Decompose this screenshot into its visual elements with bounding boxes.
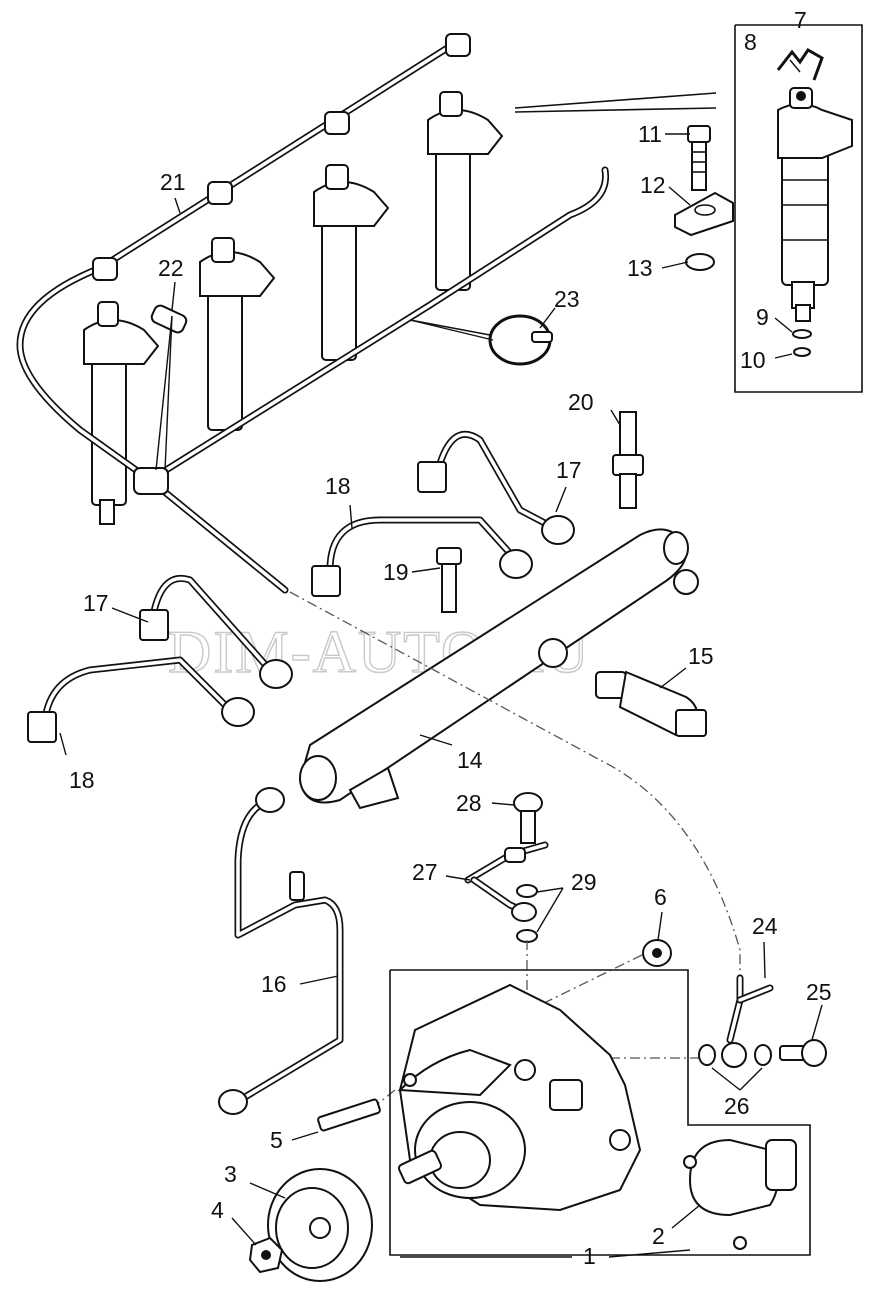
hose-clip	[488, 314, 553, 366]
injector-seal-washers	[792, 329, 812, 357]
callout-21: 21	[160, 169, 186, 195]
callout-17-upper: 17	[556, 457, 582, 483]
callout-3: 3	[224, 1161, 237, 1187]
clamp-bolt	[687, 125, 711, 191]
pump-assembly-box	[389, 969, 811, 1256]
pump-to-rail-pipe	[218, 787, 344, 1115]
callout-4: 4	[211, 1197, 224, 1223]
callout-13: 13	[627, 255, 653, 281]
callout-26: 26	[724, 1093, 750, 1119]
callout-28: 28	[456, 790, 482, 816]
return-banjo-bolt	[779, 1039, 827, 1067]
pump-pulley	[267, 1168, 373, 1282]
callout-17-lower: 17	[83, 590, 109, 616]
callout-27: 27	[412, 859, 438, 885]
injector-pipe-lower-b	[27, 656, 255, 743]
callout-29: 29	[571, 869, 597, 895]
common-rail	[298, 528, 699, 810]
pressure-sensor	[595, 670, 707, 737]
callout-8: 8	[744, 29, 757, 55]
pulley-nut	[248, 1236, 284, 1274]
callout-18-upper: 18	[325, 473, 351, 499]
injector-pipe-lower-a	[139, 575, 293, 689]
pump-return-pipe	[464, 841, 549, 922]
callout-6: 6	[654, 884, 667, 910]
callout-24: 24	[752, 913, 778, 939]
leak-off-return-line	[16, 33, 610, 594]
callout-23: 23	[554, 286, 580, 312]
callout-1: 1	[583, 1243, 596, 1269]
callout-25: 25	[806, 979, 832, 1005]
high-pressure-pump	[397, 983, 642, 1212]
callout-16: 16	[261, 971, 287, 997]
pump-return-fitting	[721, 974, 774, 1068]
callout-18-lower: 18	[69, 767, 95, 793]
injector-3	[313, 164, 390, 361]
return-washers	[698, 1044, 772, 1066]
callout-10: 10	[740, 347, 766, 373]
callout-2: 2	[652, 1223, 665, 1249]
injector-clip	[776, 48, 824, 81]
injector-2	[199, 237, 276, 431]
leader-lines	[59, 59, 823, 1258]
callout-20: 20	[568, 389, 594, 415]
injector-detail-box	[514, 24, 863, 393]
callout-12: 12	[640, 172, 666, 198]
callout-5: 5	[270, 1127, 283, 1153]
injector-4	[427, 91, 504, 291]
callout-14: 14	[457, 747, 483, 773]
rail-bolt	[436, 547, 462, 613]
callout-7: 7	[794, 7, 807, 33]
pump-stud	[317, 1098, 381, 1132]
pump-nut	[642, 939, 672, 967]
callout-19: 19	[383, 559, 409, 585]
callout-22: 22	[158, 255, 184, 281]
callout-9: 9	[756, 304, 769, 330]
rail-stud	[612, 411, 644, 509]
return-line-connector	[150, 304, 188, 334]
sealing-ring	[685, 253, 715, 271]
metering-valve	[683, 1138, 797, 1250]
injector-detail	[777, 87, 853, 322]
injector-clamp	[674, 191, 734, 237]
banjo-washers	[516, 884, 538, 943]
injector-pipe-upper-a	[417, 430, 575, 545]
banjo-bolt	[513, 792, 543, 844]
callout-15: 15	[688, 643, 714, 669]
callout-11: 11	[638, 121, 662, 147]
injector-pipe-upper-b	[311, 516, 533, 597]
